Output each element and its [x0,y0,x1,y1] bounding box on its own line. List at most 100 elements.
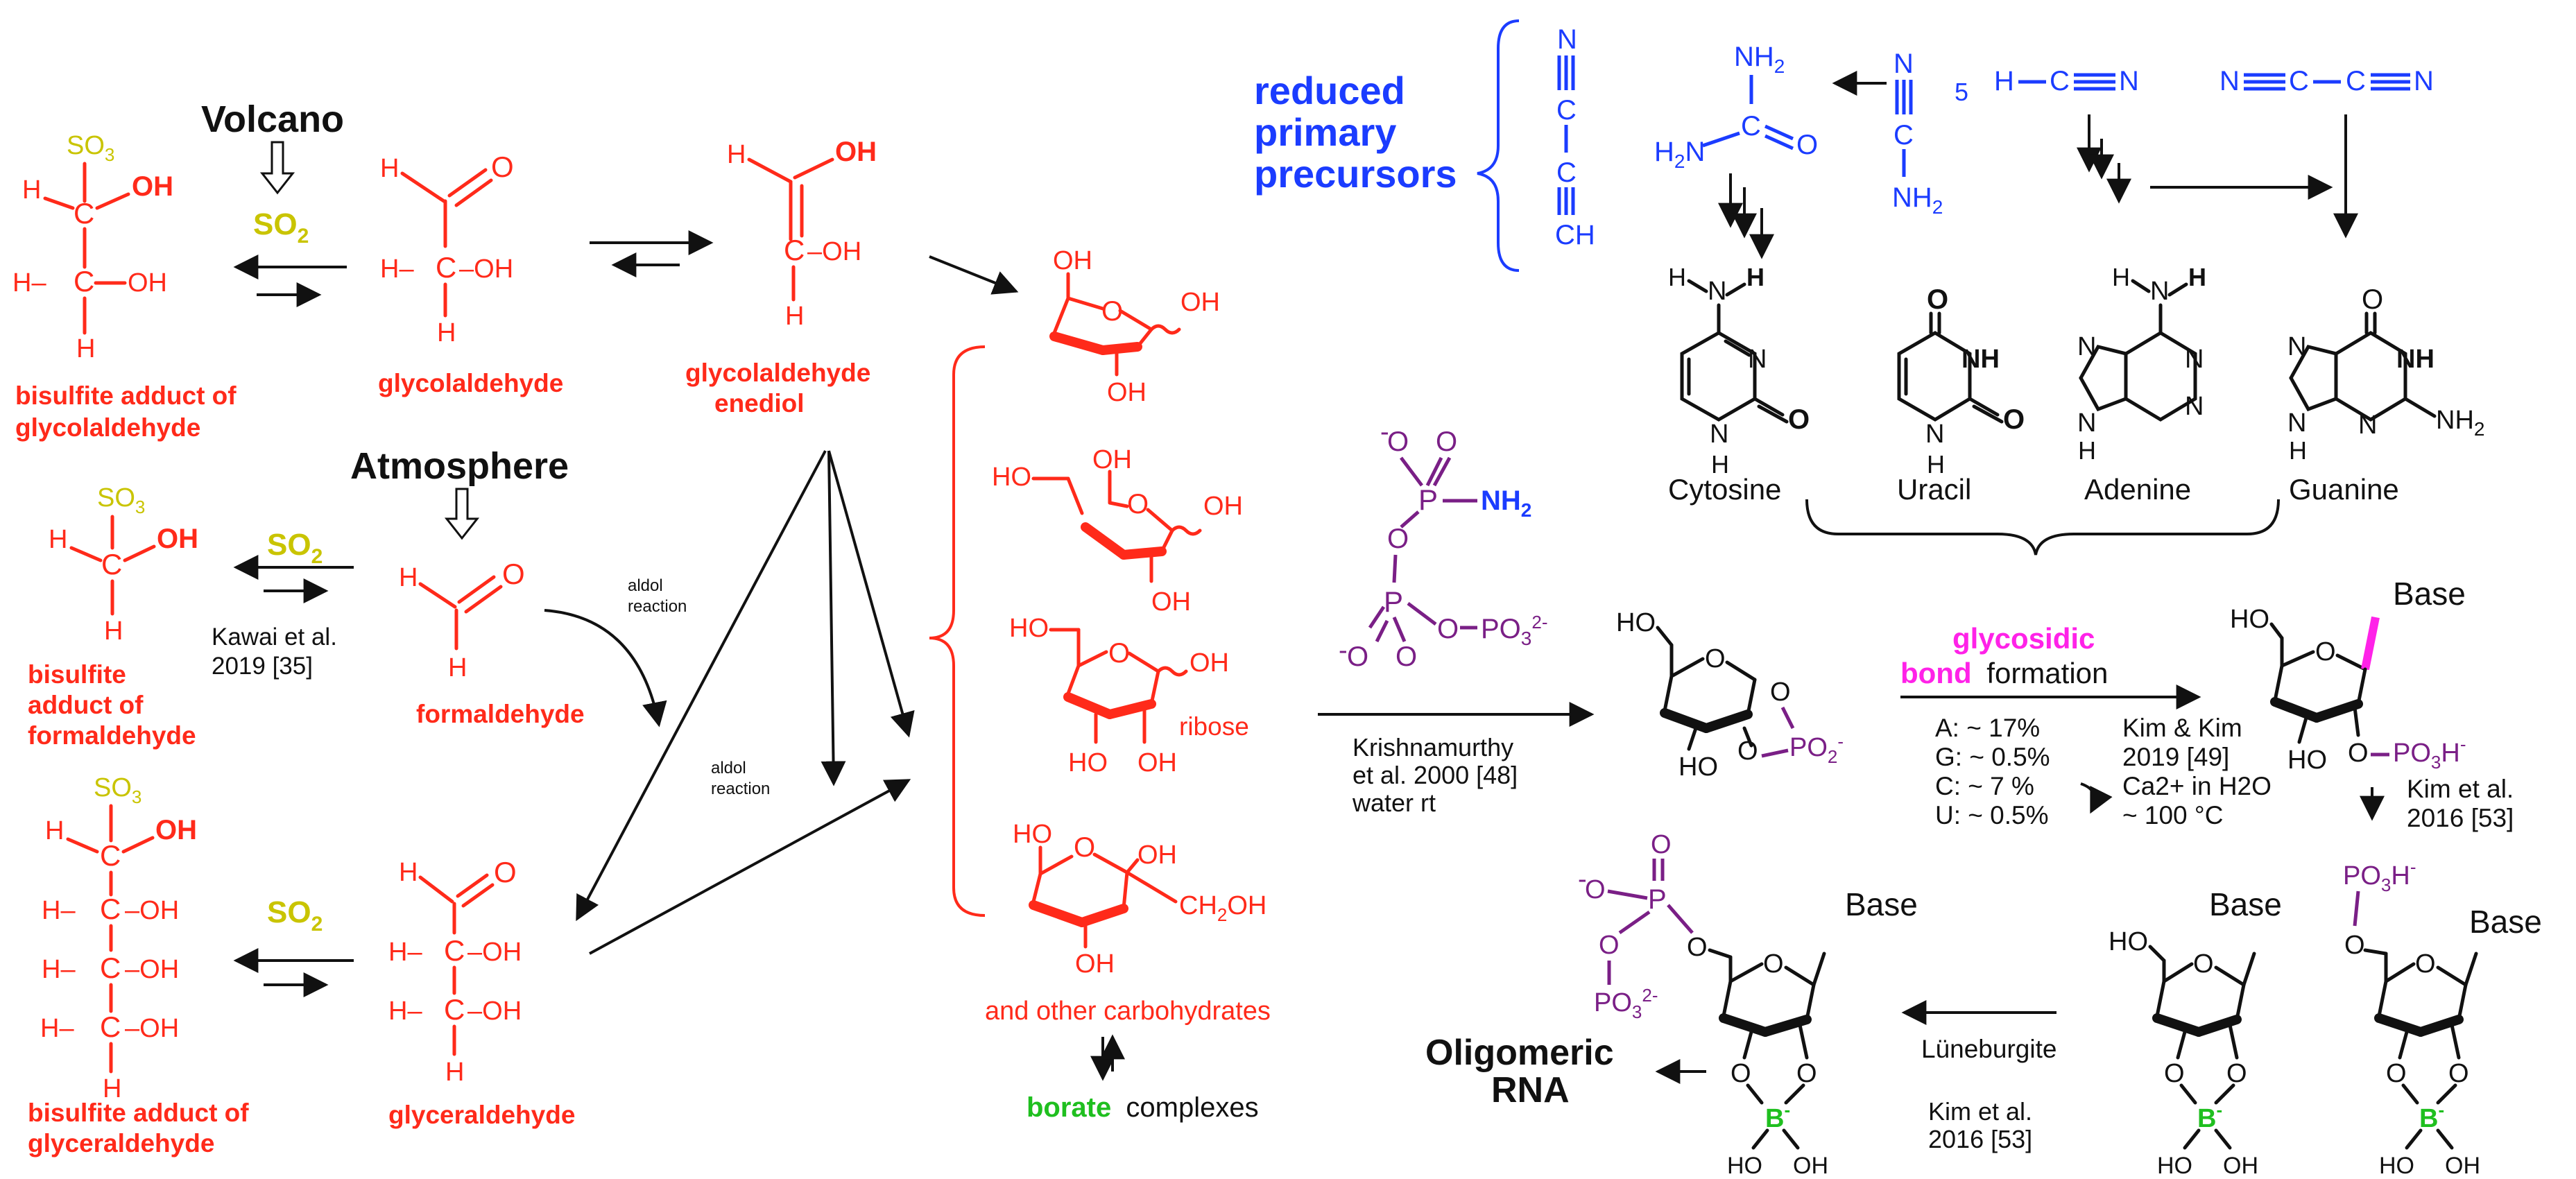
svg-text:O: O [1687,933,1708,962]
svg-text:PO3H-: PO3H- [2393,734,2466,773]
svg-text:H: H [2078,436,2096,465]
bisulfite-glyceraldehyde-structure: SO3 H C OH H– C –OH H– C –OH H– C –OH H [40,773,197,1103]
svg-text:N: N [2150,277,2169,306]
svg-text:NH2: NH2 [1734,42,1785,77]
svg-text:NH2: NH2 [1481,485,1531,521]
svg-text:H: H [76,334,95,363]
svg-text:O: O [2315,637,2336,666]
so2-atmosphere: SO2 [267,528,323,568]
svg-text:O: O [2344,931,2365,960]
urea-structure: NH2 C O H2N [1654,42,1818,172]
so2-glyceraldehyde: SO2 [267,895,323,936]
so2-volcano: SO2 [253,207,309,248]
svg-text:H: H [2289,436,2307,465]
svg-text:C: C [2050,66,2070,96]
svg-text:OH: OH [1151,587,1191,617]
svg-text:OH: OH [1053,246,1092,275]
svg-text:C: C [1556,157,1577,188]
formaldehyde-label: formaldehyde [416,700,585,728]
svg-text:–OH: –OH [125,955,179,984]
svg-text:O: O [1347,642,1368,672]
svg-text:H: H [1746,263,1764,291]
svg-text:B-: B- [1765,1099,1790,1133]
glycolaldehyde-enediol-label: glycolaldehyde enediol [685,359,878,418]
base-label-2: Base [2469,904,2542,940]
svg-text:H: H [2112,263,2130,291]
svg-text:OH: OH [1137,841,1177,870]
svg-text:C: C [100,893,121,925]
cytosine-structure: H N H N O N H [1668,263,1810,479]
svg-text:HO: HO [992,463,1031,492]
bisulfite-glycolaldehyde-label: bisulfite adduct of glycolaldehyde [15,381,243,442]
svg-text:–OH: –OH [125,1014,179,1043]
svg-text:O: O [1436,427,1457,457]
ribose-structure: HO O OH HO OH [1009,614,1229,777]
svg-text:HO: HO [2230,605,2269,634]
svg-text:C: C [444,993,465,1026]
svg-text:–OH: –OH [125,896,179,925]
svg-text:C: C [444,934,465,967]
svg-text:HO: HO [2379,1153,2414,1179]
svg-text:O: O [1705,644,1726,673]
svg-text:H: H [22,175,41,205]
svg-text:H: H [1668,263,1686,291]
svg-text:C: C [784,234,805,266]
svg-text:P: P [1648,884,1667,915]
svg-text:H: H [1927,450,1945,479]
svg-text:N: N [1925,420,1944,449]
svg-text:OH: OH [1092,445,1132,474]
svg-text:C: C [436,251,456,284]
svg-text:SO3: SO3 [67,131,114,165]
svg-text:N: N [2185,392,2204,421]
base-label-3: Base [2209,886,2282,922]
svg-text:C: C [1894,120,1914,150]
svg-text:O: O [2003,404,2025,435]
svg-text:C: C [2289,66,2309,96]
kim-2016-reference-b: Kim et al. 2016 [53] [1928,1097,2039,1153]
svg-text:B-: B- [2419,1099,2444,1133]
svg-text:O: O [1387,524,1409,554]
uracil-structure: O NH O N H [1897,284,2025,479]
svg-text:H–: H– [42,896,76,925]
svg-text:H–: H– [42,955,76,984]
svg-text:HO: HO [1013,820,1052,849]
svg-text:P: P [1418,483,1438,516]
hydrogen-cyanide-structure: H C N [1994,66,2139,96]
svg-text:OH: OH [2223,1153,2258,1179]
svg-text:O: O [2448,1059,2469,1088]
svg-text:H: H [1711,450,1729,479]
svg-text:HO: HO [1616,608,1656,637]
svg-text:O: O [1108,638,1130,669]
svg-text:N: N [2287,408,2306,438]
ribose-cyclic-phosphate-structure: HO O HO O O PO2- [1616,608,1844,782]
svg-text:–OH: –OH [467,938,522,967]
svg-text:O: O [2164,1059,2185,1088]
svg-text:N: N [2219,66,2240,96]
svg-text:NH2: NH2 [1892,182,1943,218]
svg-text:OH: OH [132,171,173,202]
nucleoside-borate-phosphate-structure: PO3H- O O O O B- HO OH [2343,857,2480,1179]
svg-text:O: O [2348,739,2369,768]
equilibrium-arrows-icon [1090,1034,1125,1081]
svg-text:H–: H– [12,268,46,298]
kim-kim-reference: Kim & Kim 2019 [49] Ca2+ in H2O ~ 100 °C [2122,714,2278,829]
svg-text:O: O [1585,875,1606,904]
svg-text:SO3: SO3 [94,773,141,807]
svg-text:NH: NH [1961,345,2000,374]
precursors-bracket [1477,19,1520,272]
svg-text:C: C [100,1010,121,1043]
open-down-arrow-icon [259,141,295,195]
open-down-arrow-icon [444,488,480,540]
nucleoside-borate-structure: HO O O O B- HO OH [2109,927,2258,1179]
svg-text:OH: OH [128,268,167,298]
base-yields: A: ~ 17% G: ~ 0.5% C: ~ 7 % U: ~ 0.5% [1935,714,2057,829]
krishnamurthy-reference: Krishnamurthy et al. 2000 [48] water rt [1352,733,1525,817]
svg-text:CH2OH: CH2OH [1179,891,1266,925]
kawai-reference: Kawai et al. 2019 [35] [212,623,344,680]
borate-complexes-label: borate complexes [1027,1092,1259,1123]
guanine-label: Guanine [2289,473,2399,506]
svg-text:H: H [2188,263,2206,291]
cyanogen-structure: N C C N [2219,66,2434,96]
svg-text:SO3: SO3 [97,483,145,517]
svg-text:OH: OH [2445,1153,2480,1179]
